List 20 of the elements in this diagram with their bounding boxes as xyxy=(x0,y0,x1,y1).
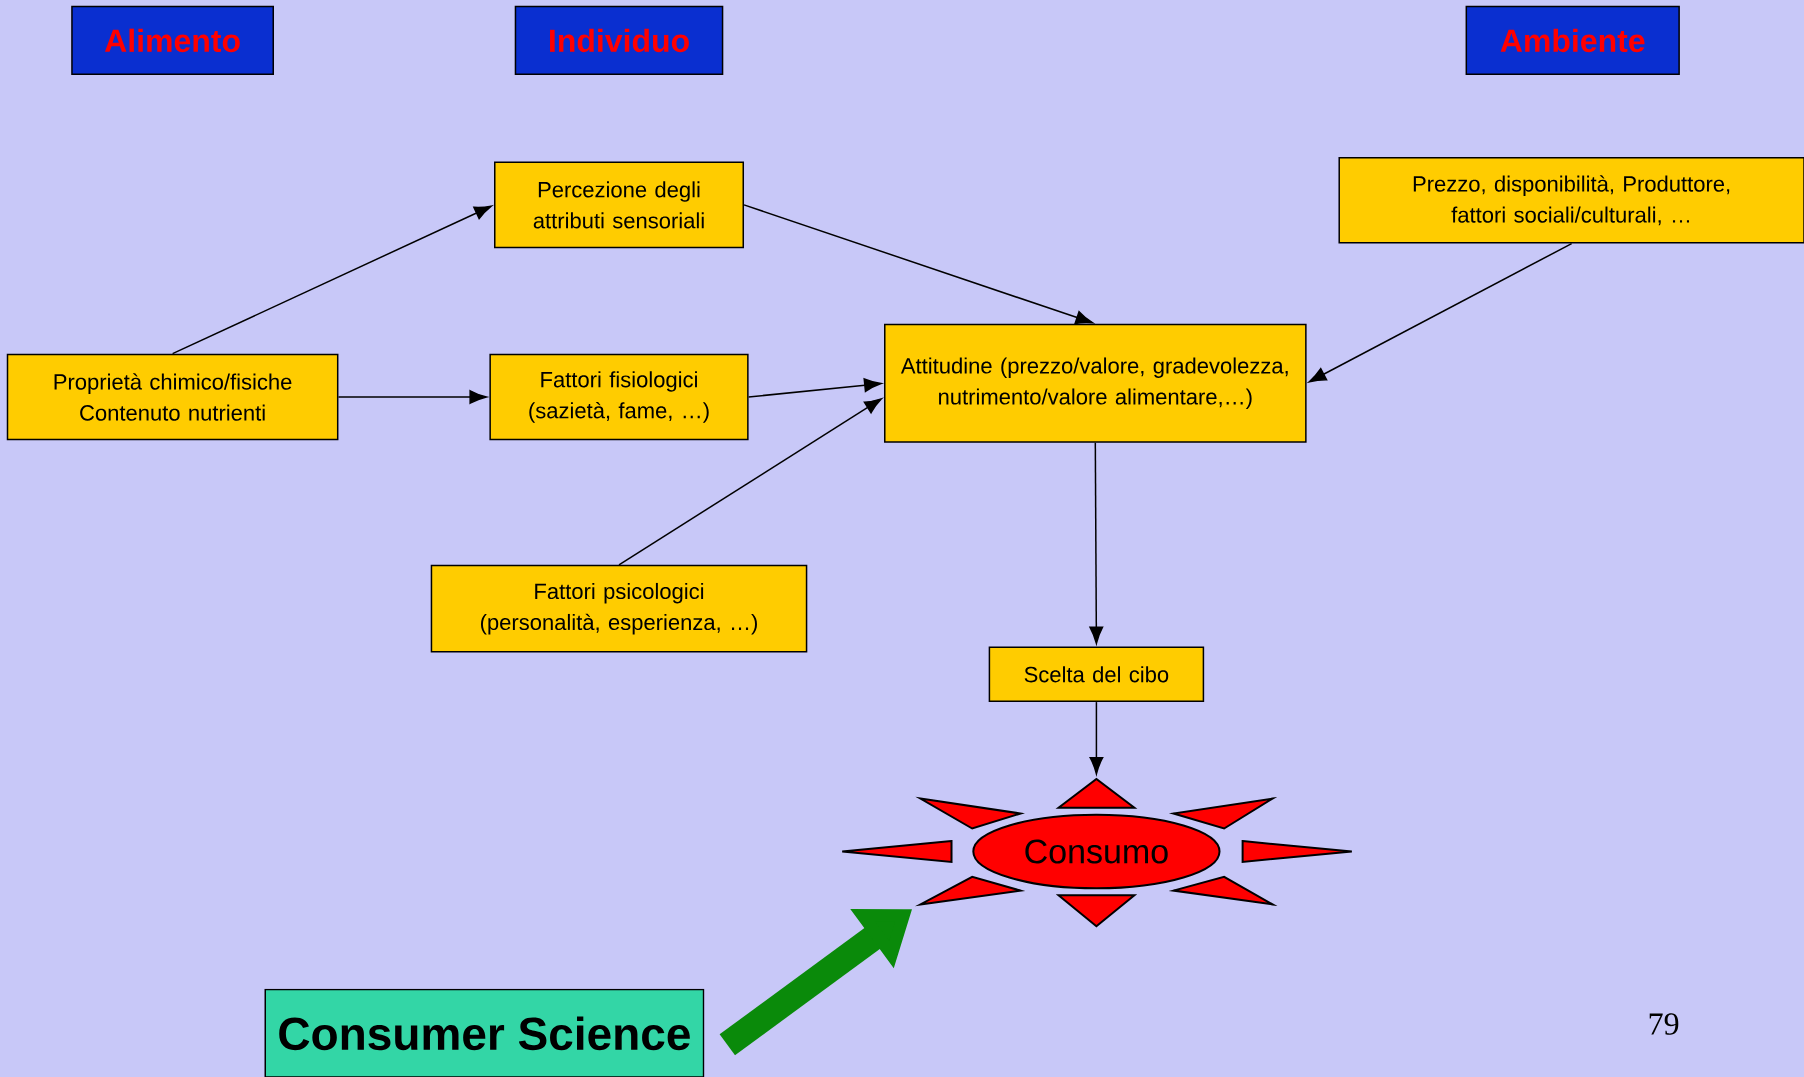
process-box: Prezzo, disponibilità, Produttore, fattori sociali/culturali, … xyxy=(1338,157,1804,244)
arrow xyxy=(337,390,488,404)
arrow xyxy=(743,204,1094,325)
arrow xyxy=(1089,701,1104,775)
arrow xyxy=(1308,242,1573,383)
process-box: Percezione degli attributi sensoriali xyxy=(494,161,744,249)
header-box: Alimento xyxy=(71,5,274,76)
arrow xyxy=(171,205,492,355)
process-box: Fattori fisiologici (sazietà, fame, …) xyxy=(489,353,749,441)
arrow xyxy=(618,398,883,566)
process-box: Proprietà chimico/fisiche Contenuto nutrienti xyxy=(6,353,339,441)
page-number: 79 xyxy=(1649,1013,1679,1035)
process-box: Scelta del cibo xyxy=(988,646,1205,703)
header-box: Individuo xyxy=(514,5,724,76)
banner-box: Consumer Science xyxy=(264,988,705,1077)
header-box: Ambiente xyxy=(1465,5,1680,76)
arrow xyxy=(747,378,882,398)
process-box: Fattori psicologici (personalità, esperienza, …) xyxy=(430,564,808,653)
process-box: Attitudine (prezzo/valore, gradevolezza, nutrimento/valore alimentare,…) xyxy=(884,323,1307,443)
arrow xyxy=(1089,441,1104,645)
